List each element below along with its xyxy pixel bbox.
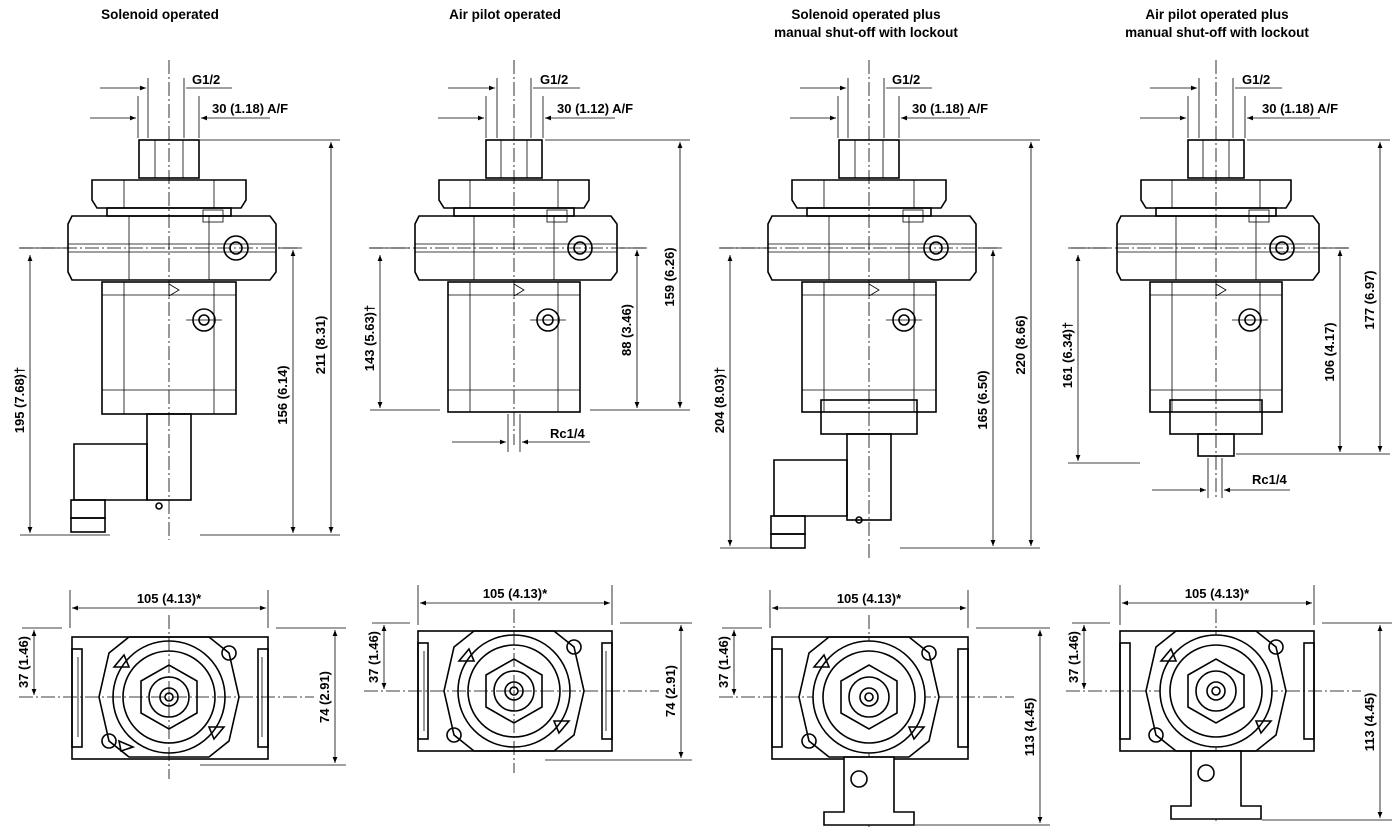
column-title: Solenoid operated (101, 7, 219, 22)
across-flats-label: 30 (1.18) A/F (912, 101, 988, 116)
column-title-line-2: manual shut-off with lockout (774, 25, 958, 40)
dimension-height-b: 156 (6.14) (275, 365, 290, 424)
dimension-overall-height-a: 204 (8.03)† (712, 367, 727, 434)
dimension-depth: 74 (2.91) (317, 671, 332, 723)
column-title: Air pilot operated (449, 7, 561, 22)
column-air-pilot-operated: Air pilot operated (362, 7, 692, 773)
column-air-pilot-with-lockout: Air pilot operated plus manual shut-off … (1060, 7, 1392, 823)
dimension-width: 105 (4.13)* (1185, 586, 1250, 601)
port-size-label: Rc1/4 (550, 426, 585, 441)
side-view (1071, 60, 1351, 500)
side-view (19, 60, 304, 540)
across-flats-label: 30 (1.12) A/F (557, 101, 633, 116)
column-solenoid-operated: Solenoid operated (12, 7, 346, 779)
dimension-depth: 113 (4.45) (1362, 693, 1377, 752)
dimension-overall-height-a: 143 (5.63)† (362, 305, 377, 372)
dimension-height-c: 159 (6.26) (662, 247, 677, 306)
dimension-height-b: 106 (4.17) (1322, 322, 1337, 381)
thread-size-label: G1/2 (892, 72, 920, 87)
across-flats-label: 30 (1.18) A/F (212, 101, 288, 116)
dimension-height-c: 177 (6.97) (1362, 270, 1377, 329)
column-title-line-2: manual shut-off with lockout (1125, 25, 1309, 40)
thread-size-label: G1/2 (1242, 72, 1270, 87)
dimension-37: 37 (1.46) (366, 631, 381, 683)
dimension-37: 37 (1.46) (716, 636, 731, 688)
thread-size-label: G1/2 (540, 72, 568, 87)
dimension-width: 105 (4.13)* (483, 586, 548, 601)
dimension-overall-height-a: 161 (6.34)† (1060, 322, 1075, 389)
side-view (719, 60, 1004, 560)
dimension-overall-height-a: 195 (7.68)† (12, 367, 27, 434)
side-view (369, 60, 649, 445)
column-solenoid-with-lockout: Solenoid operated plus manual shut-off w… (712, 7, 1050, 829)
dimension-height-b: 88 (3.46) (619, 304, 634, 356)
dimension-37: 37 (1.46) (1066, 631, 1081, 683)
column-title-line-1: Air pilot operated plus (1145, 7, 1288, 22)
dimension-width: 105 (4.13)* (837, 591, 902, 606)
dimension-height-c: 211 (8.31) (313, 316, 328, 375)
dimension-height-b: 165 (6.50) (975, 370, 990, 429)
column-title-line-1: Solenoid operated plus (791, 7, 940, 22)
dimension-height-c: 220 (8.66) (1013, 315, 1028, 374)
across-flats-label: 30 (1.18) A/F (1262, 101, 1338, 116)
top-view (1066, 609, 1361, 823)
top-view (19, 615, 314, 779)
dimension-width: 105 (4.13)* (137, 591, 202, 606)
dimension-depth: 74 (2.91) (663, 665, 678, 717)
thread-size-label: G1/2 (192, 72, 220, 87)
dimension-depth: 113 (4.45) (1022, 698, 1037, 757)
top-view (719, 615, 1014, 829)
port-size-label: Rc1/4 (1252, 472, 1287, 487)
top-view (364, 609, 659, 773)
dimension-37: 37 (1.46) (16, 636, 31, 688)
